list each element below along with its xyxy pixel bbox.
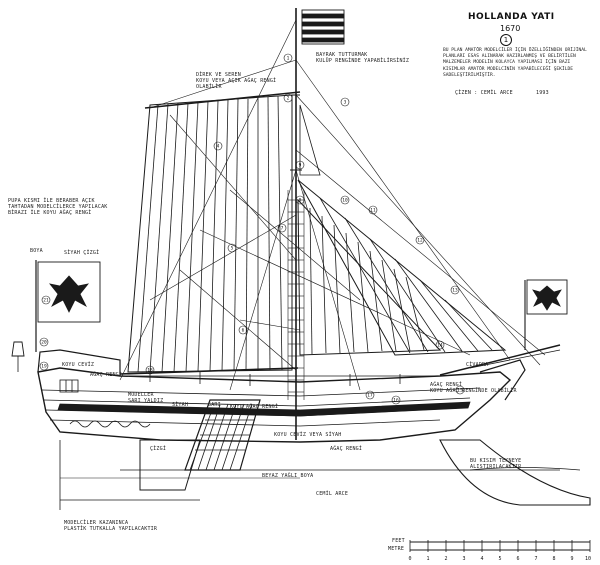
plan-title: HOLLANDA YATI xyxy=(468,12,555,22)
callout-number: 13 xyxy=(452,288,458,294)
hull xyxy=(11,341,526,443)
label-boya: BOYA xyxy=(30,248,43,254)
scale-metre-label: METRE xyxy=(388,546,405,552)
label-stern-note: PUPA KISMI İLE BERABER AÇIK TAHTADAN MOD… xyxy=(8,198,108,216)
scale-feet-label: FEET xyxy=(392,538,405,544)
fore-sails xyxy=(297,179,507,356)
callout-number: 6 xyxy=(242,328,245,334)
scale-tick: 0 xyxy=(408,556,411,562)
sheet-number: 1 xyxy=(500,34,512,46)
top-sail xyxy=(299,104,321,176)
label-sail-color: DİREK VE SEREN KOYU VEYA AÇIK AĞAÇ RENGİ… xyxy=(196,72,277,90)
callout-number: 10 xyxy=(342,198,348,204)
callout-number: 19 xyxy=(41,364,47,370)
label-cemil: CEMİL ARCE xyxy=(316,491,349,497)
callout-number: 2 xyxy=(287,96,290,102)
main-gaff-sail xyxy=(119,91,301,375)
display-stand xyxy=(59,439,591,510)
label-cizgi: ÇİZGİ xyxy=(150,446,167,452)
plan-description: BU PLAN AMATÖR MODELCİLER İÇİN ÖZELLİĞİN… xyxy=(443,48,587,78)
label-agac-rengi-bow: AĞAÇ RENGİ KOYU AĞAÇ RENGİNDE OLABİLİR xyxy=(430,382,517,394)
callout-number: 1 xyxy=(287,56,290,62)
scale-tick: 2 xyxy=(444,556,447,562)
scale-tick: 9 xyxy=(570,556,573,562)
bowsprit xyxy=(439,344,561,376)
label-siyah-cizgi: SİYAH ÇİZGİ xyxy=(64,250,100,256)
stern-flag xyxy=(35,260,101,352)
callout-number: 11 xyxy=(370,208,376,214)
scale-tick: 8 xyxy=(552,556,555,562)
callout-number: 12 xyxy=(417,238,423,244)
label-koyu-agac: KOYU AĞAÇ RENGİ xyxy=(230,404,279,410)
label-agac-rengi-stern: AĞAÇ RENGİ xyxy=(90,372,123,378)
scale-tick: 10 xyxy=(585,556,591,562)
label-agac-rengi-keel: AĞAÇ RENGİ xyxy=(330,446,363,452)
label-sari: SARI xyxy=(208,402,221,408)
scale-tick: 3 xyxy=(462,556,465,562)
scale-tick: 1 xyxy=(426,556,429,562)
callout-number: 17 xyxy=(367,393,373,399)
label-civadra: CİVADRA xyxy=(466,362,489,368)
callout-circles xyxy=(39,53,465,405)
label-flag-note: BAYRAK TUTTURMAK KULÜP RENGİNDE YAPABİLİ… xyxy=(316,52,410,64)
callout-number: 16 xyxy=(393,398,399,404)
masthead-pennant xyxy=(301,9,345,45)
callout-number: 15 xyxy=(457,388,463,394)
callout-number: 18 xyxy=(147,368,153,374)
callout-number: 8 xyxy=(299,198,302,204)
plan-date: 1993 xyxy=(536,90,549,96)
scale-tick: 7 xyxy=(534,556,537,562)
scale-tick: 4 xyxy=(480,556,483,562)
rigging xyxy=(119,19,546,391)
callout-number: 3 xyxy=(344,100,347,106)
plan-author: ÇİZEN : CEMİL ARCE xyxy=(455,90,513,96)
label-koyu-ceviz: KOYU CEVİZ xyxy=(62,362,95,368)
callout-number: 14 xyxy=(437,343,443,349)
callout-number: 5 xyxy=(231,246,234,252)
label-beyaz-boya: BEYAZ YAĞLI BOYA xyxy=(262,473,314,479)
scale-tick: 6 xyxy=(516,556,519,562)
scale-tick: 5 xyxy=(498,556,501,562)
callout-number: 20 xyxy=(41,340,47,346)
ratlines xyxy=(287,190,305,400)
callout-number: 9 xyxy=(299,163,302,169)
label-plastic: MODELCİLER KAZANINCA PLASTİK TUTKALLA YA… xyxy=(64,520,158,532)
bow-flag xyxy=(524,279,568,350)
callout-number: 4 xyxy=(217,144,220,150)
label-kizak: BU KISIM TEKNEYE ALISTIRILACAKTIR xyxy=(470,458,522,470)
scale-numbers: 0 1 2 3 4 5 6 7 8 9 10 xyxy=(408,556,591,562)
scale-bar xyxy=(409,540,591,552)
label-siyah: SİYAH xyxy=(172,402,189,408)
callout-number: 7 xyxy=(281,226,284,232)
label-koyu-ceviz-veya: KOYU CEVİZ VEYA SİYAH xyxy=(274,432,342,438)
callout-number: 21 xyxy=(43,298,49,304)
callout-numbers: 1 2 3 4 5 6 7 8 9 10 11 12 13 14 15 16 1… xyxy=(41,56,463,404)
label-modeller: MODELLER SARI YALDIZ xyxy=(128,392,164,404)
plan-year: 1670 xyxy=(500,24,521,33)
